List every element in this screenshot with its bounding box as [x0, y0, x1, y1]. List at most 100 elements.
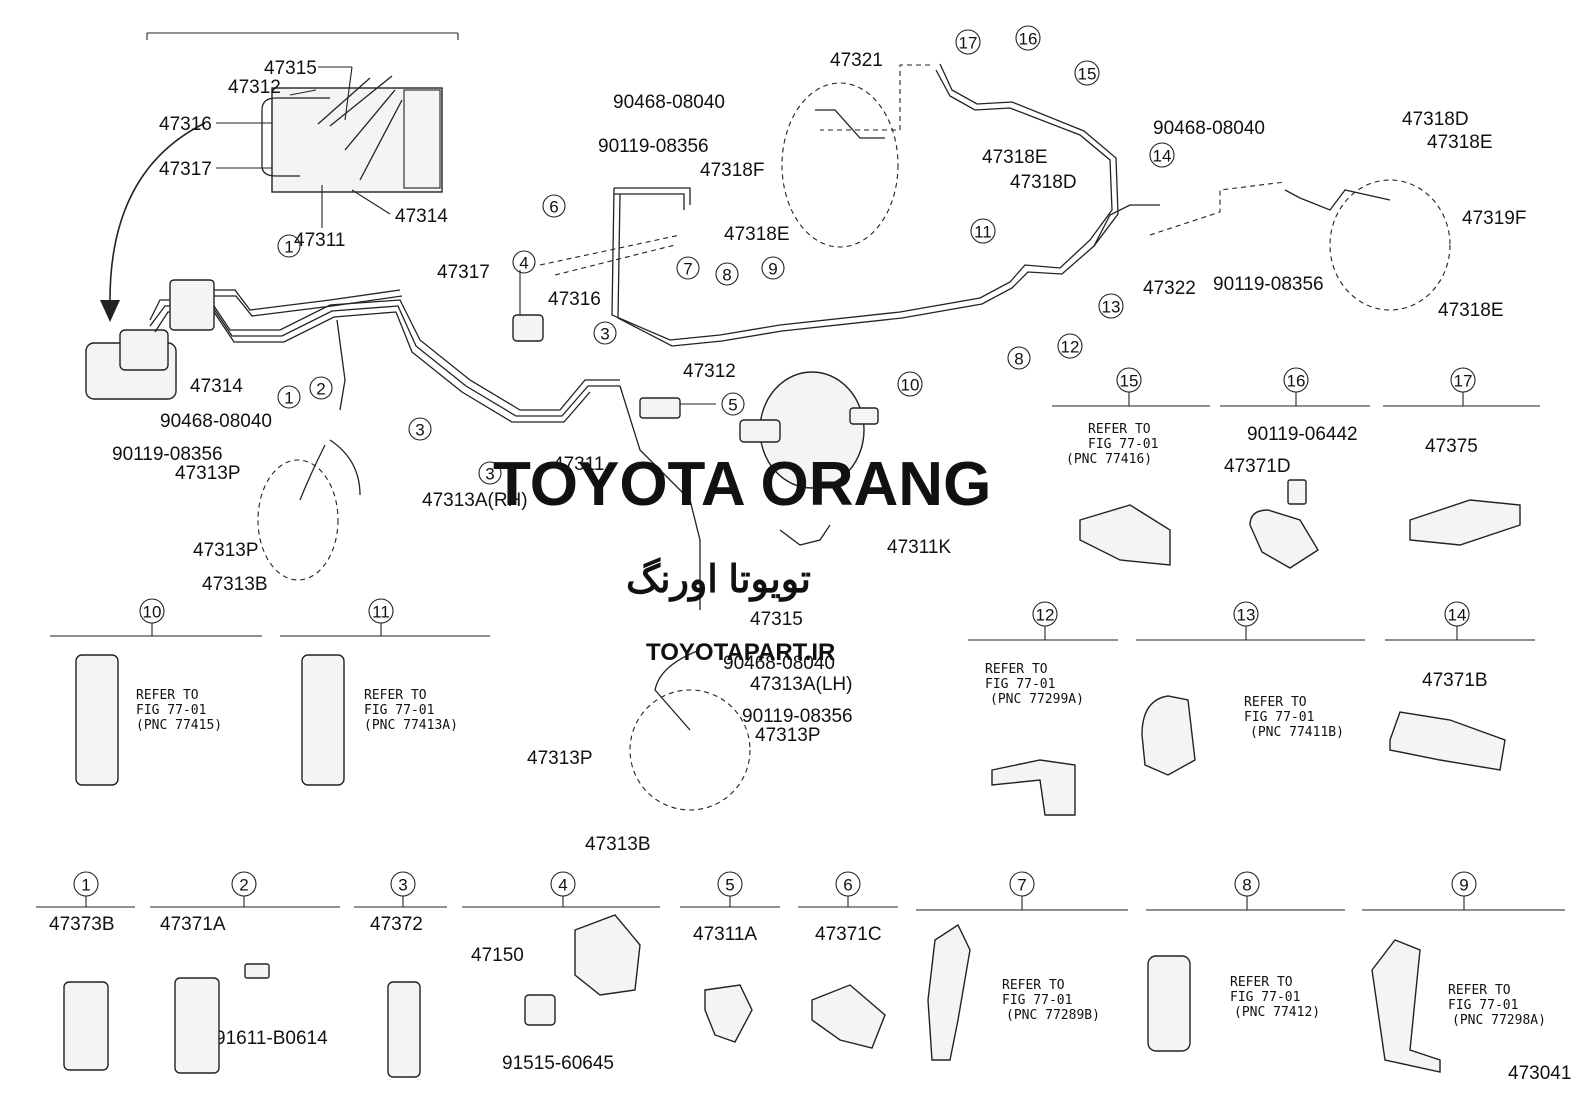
- svg-text:8: 8: [722, 266, 731, 285]
- svg-text:11: 11: [974, 223, 992, 242]
- master-fitting: [169, 279, 215, 331]
- svg-text:(PNC 77298A): (PNC 77298A): [1452, 1013, 1546, 1028]
- svg-text:12: 12: [1061, 338, 1080, 357]
- part-label-47316: 47316: [159, 114, 212, 135]
- part-label-47318F: 47318F: [700, 160, 764, 181]
- part-label-47313B: 47313B: [202, 574, 268, 595]
- unit-shape-top: [119, 329, 169, 371]
- brake-line-front-4: [200, 289, 401, 311]
- master-cylinder: [739, 419, 781, 443]
- detail-4: 4 47150 91515-60645: [462, 871, 660, 1074]
- svg-text:REFER TO: REFER TO: [1244, 695, 1307, 710]
- callouts: 1 1 2 3 3 3 4 5 6 7 8 8 9 10 11 12 13 14…: [277, 25, 1175, 485]
- diagram-code: 473041: [1508, 1063, 1571, 1084]
- detail-15: 15 REFER TO FIG 77-01 (PNC 77416): [1052, 367, 1210, 566]
- svg-text:(PNC 77413A): (PNC 77413A): [364, 718, 458, 733]
- pipe-shape-5: [344, 89, 396, 151]
- svg-text:90119-06442: 90119-06442: [1247, 424, 1358, 445]
- rear-line-a: [614, 187, 691, 205]
- svg-text:8: 8: [1242, 876, 1251, 895]
- watermark-brand: TOYOTA ORANG: [493, 450, 991, 519]
- part-label-90119-08356: 90119-08356: [742, 706, 853, 727]
- svg-text:10: 10: [143, 603, 162, 622]
- svg-text:(PNC 77415): (PNC 77415): [136, 718, 222, 733]
- part-label-90468-08040: 90468-08040: [1153, 118, 1265, 139]
- arrow-curve: [109, 122, 206, 301]
- svg-text:REFER TO: REFER TO: [985, 662, 1048, 677]
- dash-connector: [539, 234, 681, 276]
- clip-shape: [991, 759, 1076, 816]
- svg-text:(PNC 77299A): (PNC 77299A): [990, 692, 1084, 707]
- front-right-down: [336, 319, 346, 411]
- pipe-shape-6: [359, 99, 403, 181]
- detail-2: 2 47371A 91611-B0614: [150, 871, 340, 1074]
- pipe-shape-1: [261, 97, 330, 111]
- svg-text:12: 12: [1036, 606, 1055, 625]
- clip-shape: [174, 977, 220, 1074]
- clip-shape: [63, 981, 109, 1071]
- callout-16: 16: [1015, 25, 1041, 51]
- rear-left-hose: [815, 109, 885, 139]
- detail-12: 12 REFER TO FIG 77-01 (PNC 77299A): [968, 601, 1118, 816]
- rear-right-wheel-outline: [1329, 179, 1451, 311]
- part-label-90119-08356: 90119-08356: [598, 136, 709, 157]
- front-right-hose: [329, 439, 361, 496]
- svg-text:47373B: 47373B: [49, 914, 115, 935]
- part-label-90119-08356: 90119-08356: [1213, 274, 1324, 295]
- svg-text:91611-B0614: 91611-B0614: [215, 1028, 328, 1049]
- svg-text:5: 5: [725, 876, 734, 895]
- svg-text:2: 2: [239, 876, 248, 895]
- callout-1: 1: [277, 385, 301, 409]
- svg-text:FIG 77-01: FIG 77-01: [1088, 437, 1158, 452]
- svg-text:3: 3: [415, 421, 424, 440]
- svg-text:47150: 47150: [471, 945, 524, 966]
- svg-text:FIG 77-01: FIG 77-01: [364, 703, 434, 718]
- part-label-47314: 47314: [190, 376, 243, 397]
- detail-5: 5 47311A: [680, 871, 780, 1043]
- svg-text:1: 1: [284, 238, 293, 257]
- svg-text:14: 14: [1448, 606, 1467, 625]
- booster-rod: [849, 407, 879, 425]
- svg-text:7: 7: [1017, 876, 1026, 895]
- callout-9: 9: [761, 256, 785, 280]
- watermark: TOYOTA ORANG تویوتا اورنگ TOYOTAPART.IR: [493, 450, 991, 666]
- bolt-shape: [244, 963, 270, 979]
- svg-text:13: 13: [1237, 606, 1256, 625]
- part-label-90468-08040: 90468-08040: [613, 92, 725, 113]
- svg-text:7: 7: [683, 260, 692, 279]
- svg-text:3: 3: [600, 325, 609, 344]
- svg-text:FIG 77-01: FIG 77-01: [985, 677, 1055, 692]
- part-label-47321: 47321: [830, 50, 883, 71]
- rear-right-hose: [1299, 189, 1391, 211]
- leader-line: [351, 189, 391, 215]
- clip-shape: [75, 654, 119, 786]
- svg-text:REFER TO: REFER TO: [1002, 978, 1065, 993]
- callout-12: 12: [1057, 333, 1083, 359]
- part-label-47312: 47312: [683, 361, 736, 382]
- svg-text:FIG 77-01: FIG 77-01: [136, 703, 206, 718]
- svg-text:3: 3: [485, 465, 494, 484]
- rear-left-wheel-outline: [781, 82, 899, 248]
- junction-shape: [574, 914, 641, 996]
- callout-7: 7: [676, 256, 700, 280]
- svg-text:REFER TO: REFER TO: [136, 688, 199, 703]
- svg-text:17: 17: [1454, 372, 1473, 391]
- clip-shape: [301, 654, 345, 786]
- main-part-labels: 47314 47317 47316 47312 47311 90468-0804…: [112, 50, 1526, 855]
- part-label-47313B: 47313B: [585, 834, 651, 855]
- svg-text:47372: 47372: [370, 914, 423, 935]
- front-right-hose-2: [299, 444, 326, 501]
- callout-3: 3: [408, 417, 432, 441]
- part-label-47317: 47317: [437, 262, 490, 283]
- svg-text:REFER TO: REFER TO: [1088, 422, 1151, 437]
- svg-text:15: 15: [1078, 65, 1097, 84]
- part-label-90468-08040: 90468-08040: [160, 411, 272, 432]
- pipe-shape-2: [261, 110, 300, 177]
- svg-text:15: 15: [1120, 372, 1139, 391]
- actuator-inset: 47315 47312 47316 47317 47314 47311: [85, 32, 459, 400]
- part-label-47316: 47316: [548, 289, 601, 310]
- svg-text:9: 9: [768, 260, 777, 279]
- clip-shape: [704, 984, 753, 1043]
- bolt-shape: [524, 994, 556, 1026]
- callout-14: 14: [1149, 142, 1175, 168]
